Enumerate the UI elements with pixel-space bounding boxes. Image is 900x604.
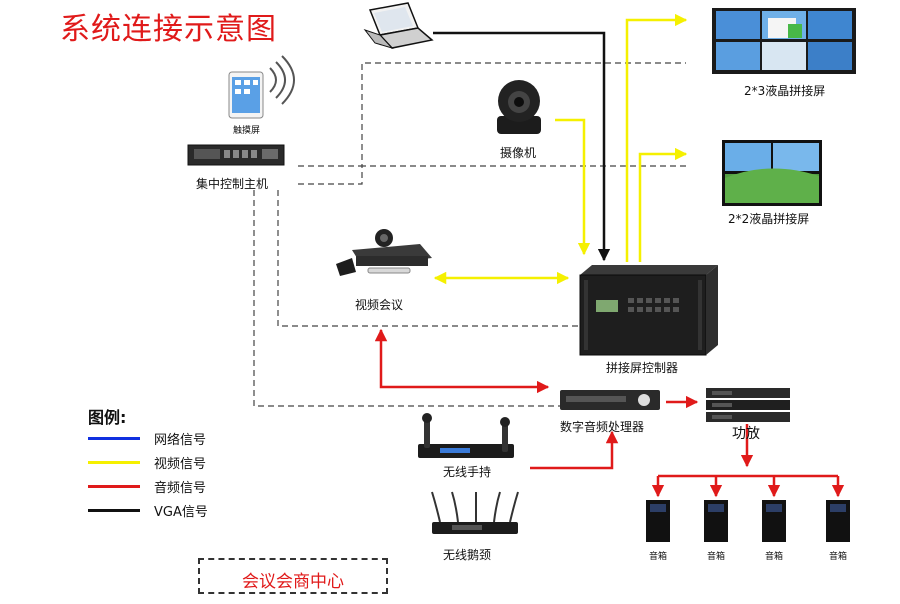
- label-video-conf: 视频会议: [355, 298, 404, 312]
- video-line-wall-2x2: [638, 147, 688, 262]
- footer-text: 会议会商中心: [242, 572, 344, 592]
- label-touch-screen: 触摸屏: [233, 126, 261, 136]
- legend-label: 音频信号: [154, 481, 207, 496]
- diagram-title: 系统连接示意图: [60, 12, 277, 47]
- footer-box: 会议会商中心: [198, 558, 388, 594]
- label-wireless-handheld: 无线手持: [443, 465, 492, 479]
- control-lines: [253, 62, 686, 407]
- label-wall-2x3: 2*3液晶拼接屏: [744, 84, 826, 98]
- wall-controller-icon: [579, 265, 718, 356]
- audio-line-mic-dsp: [530, 430, 619, 470]
- label-amplifier: 功放: [732, 426, 760, 442]
- legend-item: 视频信号: [88, 452, 288, 472]
- label-speaker-4: 音箱: [829, 552, 848, 562]
- control-line-to-wall-2x2: [298, 165, 686, 185]
- video-line-camera: [555, 118, 591, 256]
- laptop-icon: [363, 2, 434, 49]
- video-wall-2x3-icon: [712, 8, 856, 74]
- video-line-wall-2x3: [625, 13, 688, 262]
- dsp-icon: [560, 390, 660, 410]
- vga-line-laptop: [433, 31, 611, 262]
- label-wall-2x2: 2*2液晶拼接屏: [728, 212, 810, 226]
- label-central-control: 集中控制主机: [196, 177, 269, 191]
- label-speaker-3: 音箱: [765, 552, 784, 562]
- amplifier-icon: [706, 388, 790, 422]
- speaker-icon: [646, 500, 670, 542]
- video-conf-icon: [336, 229, 432, 276]
- audio-line-conf-dsp: [374, 328, 550, 394]
- control-line-to-dsp: [253, 190, 560, 407]
- legend-item: 网络信号: [88, 428, 288, 448]
- wireless-gooseneck-icon: [431, 491, 519, 534]
- speaker-icon: [762, 500, 786, 542]
- legend-label: 网络信号: [154, 433, 207, 448]
- control-line-to-controller: [277, 190, 580, 327]
- label-dsp: 数字音频处理器: [560, 420, 645, 434]
- legend-label: 视频信号: [154, 457, 207, 472]
- legend-item: VGA信号: [88, 500, 288, 520]
- touch-screen-icon: [228, 71, 264, 119]
- legend-title: 图例:: [88, 408, 127, 427]
- legend-swatch: [88, 485, 140, 488]
- label-camera: 摄像机: [500, 146, 537, 160]
- legend-swatch: [88, 461, 140, 464]
- video-lines: [433, 13, 688, 285]
- camera-icon: [497, 80, 541, 134]
- wireless-handheld-icon: [418, 413, 514, 458]
- control-line-to-wall-2x3: [298, 62, 686, 167]
- label-speaker-1: 音箱: [649, 552, 668, 562]
- wireless-signal-icon: [269, 55, 295, 105]
- label-wall-controller: 拼接屏控制器: [606, 361, 679, 375]
- legend-label: VGA信号: [154, 505, 208, 520]
- speaker-icons: [646, 500, 850, 542]
- legend-swatch: [88, 437, 140, 440]
- label-speaker-2: 音箱: [707, 552, 726, 562]
- label-wireless-gooseneck: 无线鹅颈: [443, 548, 492, 562]
- speaker-icon: [704, 500, 728, 542]
- audio-lines: [374, 328, 845, 498]
- legend-item: 音频信号: [88, 476, 288, 496]
- speaker-icon: [826, 500, 850, 542]
- legend-swatch: [88, 509, 140, 512]
- video-wall-2x2-icon: [722, 140, 822, 206]
- central-control-icon: [187, 144, 285, 166]
